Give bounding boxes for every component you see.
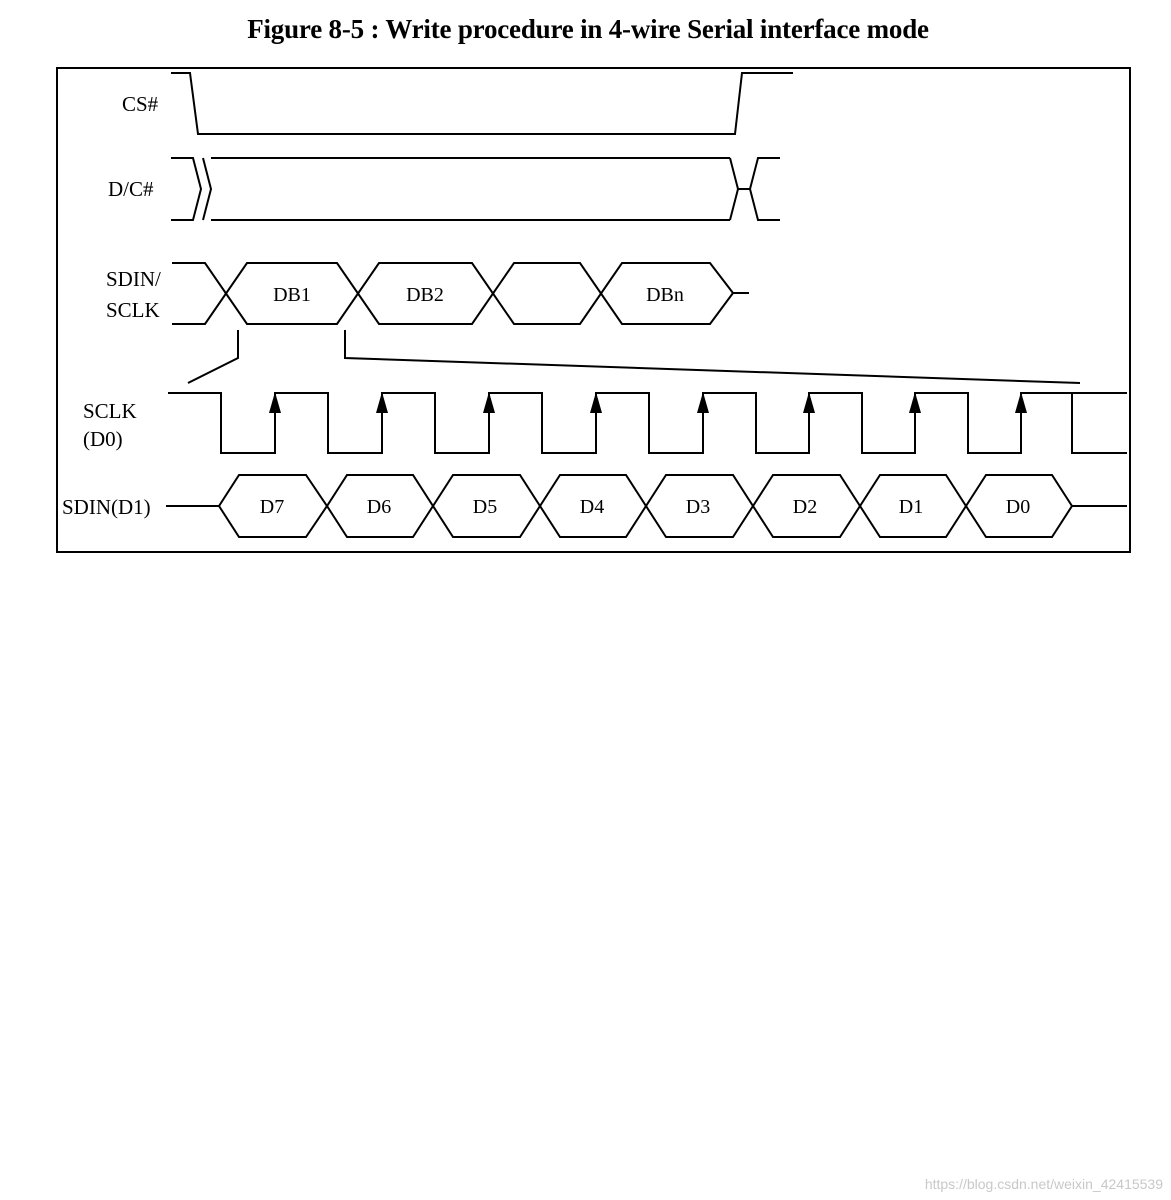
label-dc: D/C# — [108, 177, 154, 201]
sclk-waveform — [168, 392, 1127, 454]
label-sdin-sclk-1: SDIN/ — [106, 267, 161, 291]
zoom-line-right — [344, 330, 1081, 384]
bus-waveform — [172, 262, 749, 325]
bus-cell-dbn: DBn — [646, 284, 684, 306]
arrow-up-icon — [909, 392, 921, 413]
zoom-line-left — [187, 330, 239, 384]
bus-cell-db2: DB2 — [406, 284, 444, 306]
diagram-frame — [56, 67, 1131, 553]
sclk-rising-edge-arrows — [269, 392, 1027, 413]
bit-cell-d2: D2 — [793, 496, 817, 518]
arrow-up-icon — [269, 392, 281, 413]
arrow-up-icon — [483, 392, 495, 413]
label-sdin-d1: SDIN(D1) — [62, 495, 151, 519]
arrow-up-icon — [590, 392, 602, 413]
label-sdin-sclk-2: SCLK — [106, 298, 160, 322]
bit-cell-d3: D3 — [686, 496, 710, 518]
arrow-up-icon — [376, 392, 388, 413]
bit-cell-d5: D5 — [473, 496, 497, 518]
figure-title: Figure 8-5 : Write procedure in 4-wire S… — [247, 14, 929, 44]
label-sclk-1: SCLK — [83, 399, 137, 423]
cs-waveform — [171, 72, 793, 135]
label-sclk-2: (D0) — [83, 427, 123, 451]
bit-cell-d0: D0 — [1006, 496, 1030, 518]
arrow-up-icon — [803, 392, 815, 413]
bit-cell-d1: D1 — [899, 496, 923, 518]
bus-cell-db1: DB1 — [273, 284, 311, 306]
bit-cell-d6: D6 — [367, 496, 391, 518]
arrow-up-icon — [1015, 392, 1027, 413]
arrow-up-icon — [697, 392, 709, 413]
bit-cell-d7: D7 — [260, 496, 284, 518]
sdin-d1-waveform — [166, 474, 1127, 538]
watermark: https://blog.csdn.net/weixin_42415539 — [924, 1176, 1163, 1192]
label-cs: CS# — [122, 92, 159, 116]
dc-waveform — [171, 157, 780, 221]
bit-cell-d4: D4 — [580, 496, 604, 518]
